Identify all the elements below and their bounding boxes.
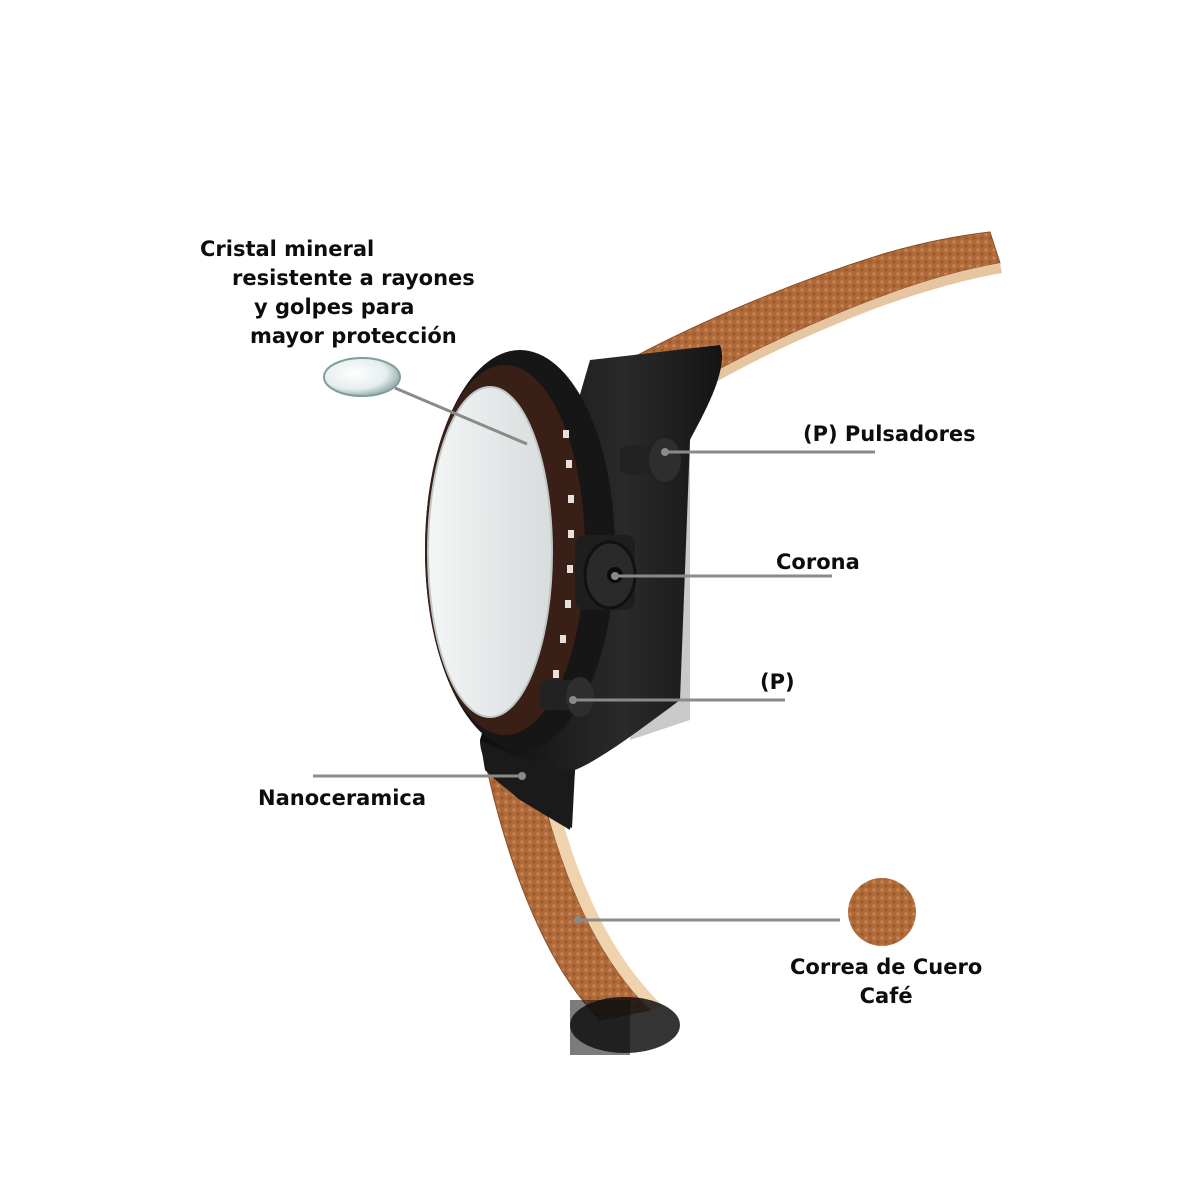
bezel-markers xyxy=(553,430,574,678)
label-line: resistente a rayones xyxy=(232,266,475,290)
crystal-face xyxy=(427,386,553,718)
label-mineral-crystal: Cristal mineral resistente a rayones y g… xyxy=(200,235,475,351)
strap-weave-sample xyxy=(848,878,916,946)
pusher-bottom xyxy=(540,677,594,717)
label-line: Café xyxy=(859,984,913,1008)
leader-lines xyxy=(313,386,875,922)
mineral-glass-sample xyxy=(323,357,401,397)
label-pusher: (P) xyxy=(760,670,795,694)
label-line: mayor protección xyxy=(250,324,457,348)
label-pushers: (P) Pulsadores xyxy=(803,422,976,446)
label-line: y golpes para xyxy=(254,295,415,319)
crown xyxy=(575,535,637,610)
label-line: Correa de Cuero xyxy=(790,955,983,979)
label-leather-strap: Correa de Cuero Café xyxy=(790,953,982,1011)
strap-lower xyxy=(484,758,680,1055)
label-line: Cristal mineral xyxy=(200,237,375,261)
label-nanoceramic: Nanoceramica xyxy=(258,786,427,810)
label-crown: Corona xyxy=(776,550,860,574)
leader-dots xyxy=(518,448,669,924)
